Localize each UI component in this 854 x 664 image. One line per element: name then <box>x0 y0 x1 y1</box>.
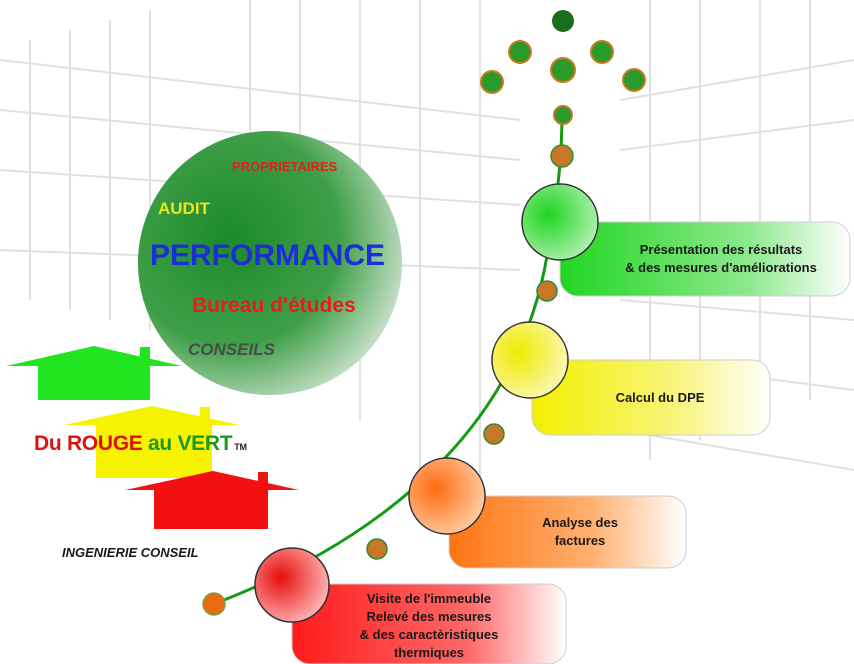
path-dots <box>202 105 574 616</box>
step-label-visite: Visite de l'immeuble Relevé des mesures … <box>340 588 518 664</box>
path-dot-3 <box>536 280 558 302</box>
step-label-analyse: Analyse des factures <box>500 500 660 564</box>
arrow-dot-right-1 <box>590 40 614 64</box>
step-label-resultats: Présentation des résultats & des mesures… <box>590 226 852 292</box>
step-circle-green <box>521 183 599 261</box>
path-dot-5 <box>553 105 573 125</box>
step-resultats-line-2: & des mesures d'améliorations <box>625 260 817 275</box>
keywords-circle <box>138 131 402 395</box>
path-dot-1 <box>366 538 388 560</box>
step-label-dpe: Calcul du DPE <box>570 362 750 433</box>
brand-vert: VERT <box>177 432 233 455</box>
step-visite-line-1: Visite de l'immeuble <box>366 591 492 606</box>
brand-rouge: ROUGE <box>66 432 143 455</box>
step-visite-line-4: thermiques <box>393 645 465 660</box>
step-visite-line-3: & des caractèristiques <box>359 627 499 642</box>
house-red <box>125 471 299 529</box>
arrow-dot-left-2 <box>480 70 504 94</box>
arrow-dot-top <box>552 10 574 32</box>
step-circle-orange <box>408 457 486 535</box>
brand-tm: TM <box>234 442 247 452</box>
arrow-dot-center <box>550 57 576 83</box>
arrow-dot-left-1 <box>508 40 532 64</box>
word-proprietaires: PROPRIETAIRES <box>232 159 338 174</box>
brand-du: Du <box>34 432 67 455</box>
step-analyse-line-2: factures <box>554 533 606 548</box>
word-conseils: CONSEILS <box>188 340 275 359</box>
step-visite-line-2: Relevé des mesures <box>366 609 492 624</box>
house-yellow <box>64 406 240 478</box>
step-box-visite-bg <box>291 583 567 664</box>
house-green <box>6 346 182 400</box>
step-circle-yellow <box>491 321 569 399</box>
word-performance: PERFORMANCE <box>150 239 386 272</box>
word-bureau-etudes: Bureau d'études <box>192 294 356 317</box>
brand-subtitle: INGENIERIE CONSEIL <box>62 545 199 560</box>
path-dot-start <box>202 592 226 616</box>
step-analyse-line-1: Analyse des <box>542 515 618 530</box>
arrow-dot-right-2 <box>622 68 646 92</box>
step-circle-red <box>254 547 330 623</box>
arrow-head-dots <box>480 10 646 94</box>
brand-au: au <box>142 432 178 455</box>
path-dot-2 <box>483 423 505 445</box>
path-dot-4 <box>550 144 574 168</box>
step-resultats-line-1: Présentation des résultats <box>639 242 803 257</box>
step-dpe-line-1: Calcul du DPE <box>615 389 705 405</box>
word-audit: AUDIT <box>158 199 210 218</box>
